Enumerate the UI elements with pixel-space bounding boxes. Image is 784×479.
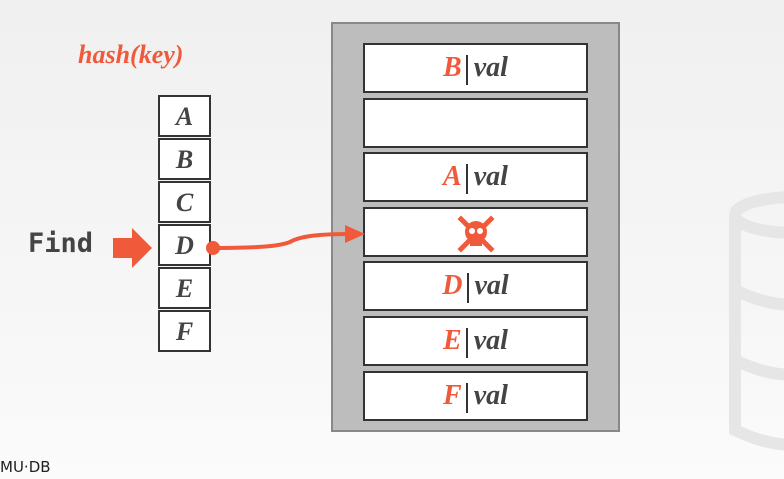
slot-key: E [443,325,462,356]
slot-value: val [473,161,508,192]
find-arrow-icon [113,228,152,268]
slot-value: val [473,325,508,356]
hash-function-title: hash(key) [78,40,184,69]
heap-slot-empty [363,98,588,148]
hash-slot-b: B [158,138,211,180]
hash-slot-e: E [158,267,211,309]
hash-slot-a: A [158,95,211,137]
slot-value: val [473,380,508,411]
hash-slot-d: D [158,224,211,266]
heap-slot-deleted [363,207,588,257]
skull-crossbones-icon [456,215,495,253]
slot-key: F [443,380,462,411]
slot-key: A [443,161,462,192]
slot-key: B [443,52,462,83]
logo: MU·DB [0,458,51,476]
slot-key: D [442,270,463,301]
hash-slot-c: C [158,181,211,223]
hash-slot-f: F [158,310,211,352]
find-label: Find [28,228,94,259]
database-icon [729,191,784,451]
slot-value: val [474,270,509,301]
pointer-arrow [206,225,365,255]
slot-value: val [473,52,508,83]
